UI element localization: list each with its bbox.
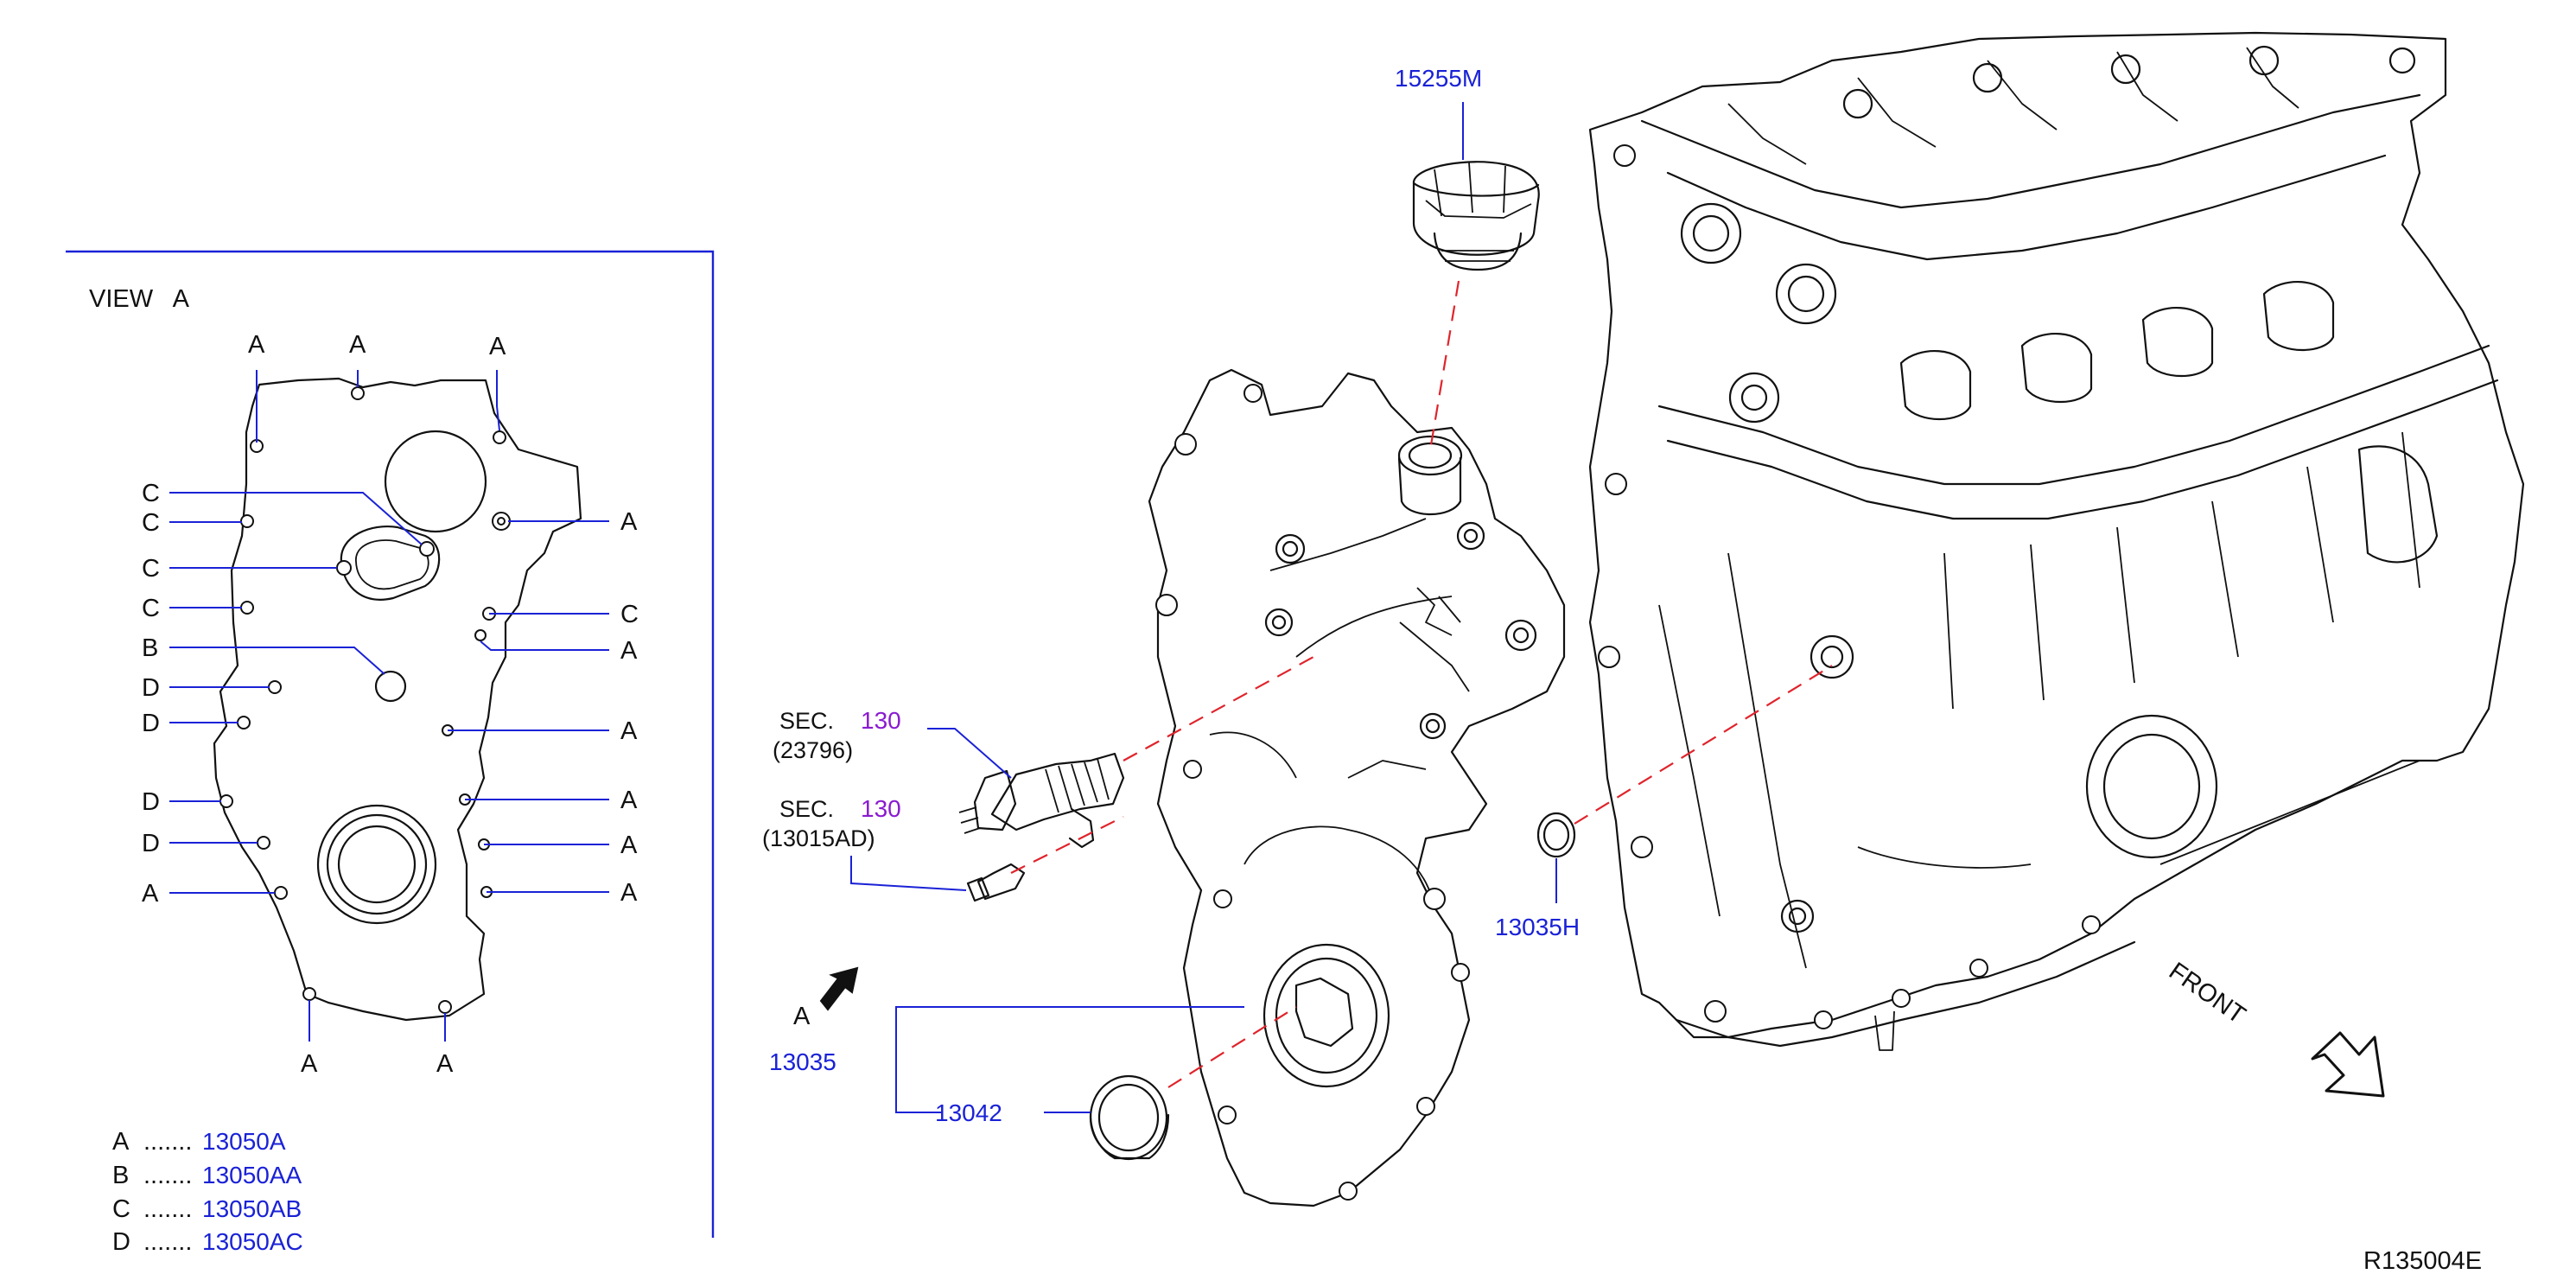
letter-c: C — [142, 480, 160, 507]
cover-outline-view-a — [213, 377, 582, 1022]
sec-ref-solenoid[interactable]: SEC. 130 (23796) — [773, 707, 901, 763]
legend-dots: ....... — [143, 1162, 192, 1189]
sec-number[interactable]: 130 — [861, 707, 901, 734]
bolt-holes — [219, 386, 511, 1014]
view-a-letters: A A A C C C C B D D D D A A A A C A A A … — [142, 331, 639, 1078]
inset-border — [66, 250, 715, 1238]
alignment-lines — [1010, 280, 1833, 1088]
boss-b — [374, 670, 407, 703]
legend-dots: ....... — [143, 1228, 192, 1256]
o-ring — [1536, 812, 1576, 858]
view-a-leaders — [169, 370, 609, 1042]
view-a-title: VIEW A — [89, 285, 190, 313]
legend-dots: ....... — [143, 1128, 192, 1156]
engine-block — [1588, 31, 2525, 1051]
letter-a: A — [620, 637, 638, 665]
letter-a: A — [620, 717, 638, 745]
letter-c: C — [620, 601, 639, 628]
cam-opening — [384, 430, 487, 533]
sec-ref-code: (13015AD) — [762, 825, 875, 851]
letter-a: A — [436, 1050, 454, 1078]
view-direction-arrow-icon — [819, 966, 859, 1011]
letter-a: A — [301, 1050, 318, 1078]
letter-a: A — [248, 331, 265, 359]
legend-part[interactable]: 13050AC — [202, 1228, 303, 1255]
legend-key: D — [112, 1228, 130, 1256]
bolt-legend: A ....... 13050A B ....... 13050AA C ...… — [112, 1128, 303, 1256]
view-arrow-label: A — [793, 1003, 811, 1030]
view-a-inset: VIEW A — [66, 250, 715, 1256]
letter-a: A — [142, 880, 159, 908]
part-number-seal[interactable]: 13042 — [935, 1099, 1002, 1126]
oval-port — [340, 526, 441, 601]
view-a-arrow: A — [793, 966, 859, 1030]
sec-label: SEC. — [779, 796, 834, 822]
diagram-id: R135004E — [2363, 1247, 2482, 1275]
front-timing-cover — [1148, 368, 1566, 1207]
letter-b: B — [142, 634, 158, 662]
legend-key: B — [112, 1162, 129, 1189]
letter-c: C — [142, 595, 160, 622]
letter-a: A — [349, 331, 366, 359]
letter-d: D — [142, 830, 160, 857]
front-arrow-icon — [2311, 1031, 2385, 1098]
sec-ref-bolt[interactable]: SEC. 130 (13015AD) — [762, 795, 901, 851]
legend-key: A — [112, 1128, 130, 1156]
front-label: FRONT — [2164, 958, 2250, 1030]
sec-ref-code: (23796) — [773, 737, 853, 763]
letter-c: C — [142, 509, 160, 537]
legend-part[interactable]: 13050A — [202, 1128, 286, 1155]
front-indicator: FRONT — [2164, 958, 2385, 1098]
crank-bore-view-a — [316, 804, 437, 925]
crank-front-seal — [1089, 1074, 1170, 1161]
letter-d: D — [142, 710, 160, 737]
legend-part[interactable]: 13050AB — [202, 1195, 302, 1222]
letter-a: A — [489, 333, 506, 360]
part-leaders — [850, 102, 1557, 1113]
oil-filler-cap — [1412, 161, 1540, 271]
letter-d: D — [142, 674, 160, 702]
part-number-oring[interactable]: 13035H — [1495, 914, 1580, 940]
letter-c: C — [142, 555, 160, 583]
part-number-cover[interactable]: 13035 — [769, 1048, 836, 1075]
sec-number[interactable]: 130 — [861, 795, 901, 822]
solenoid-bolt — [966, 863, 1026, 902]
intake-valve-timing-solenoid — [958, 752, 1125, 849]
legend-dots: ....... — [143, 1195, 192, 1223]
legend-key: C — [112, 1195, 130, 1223]
letter-a: A — [620, 787, 638, 814]
letter-d: D — [142, 788, 160, 816]
part-number-cap[interactable]: 15255M — [1395, 65, 1482, 92]
letter-a: A — [620, 831, 638, 859]
letter-a: A — [620, 879, 638, 907]
letter-a: A — [620, 508, 638, 536]
legend-part[interactable]: 13050AA — [202, 1162, 302, 1188]
sec-label: SEC. — [779, 708, 834, 734]
